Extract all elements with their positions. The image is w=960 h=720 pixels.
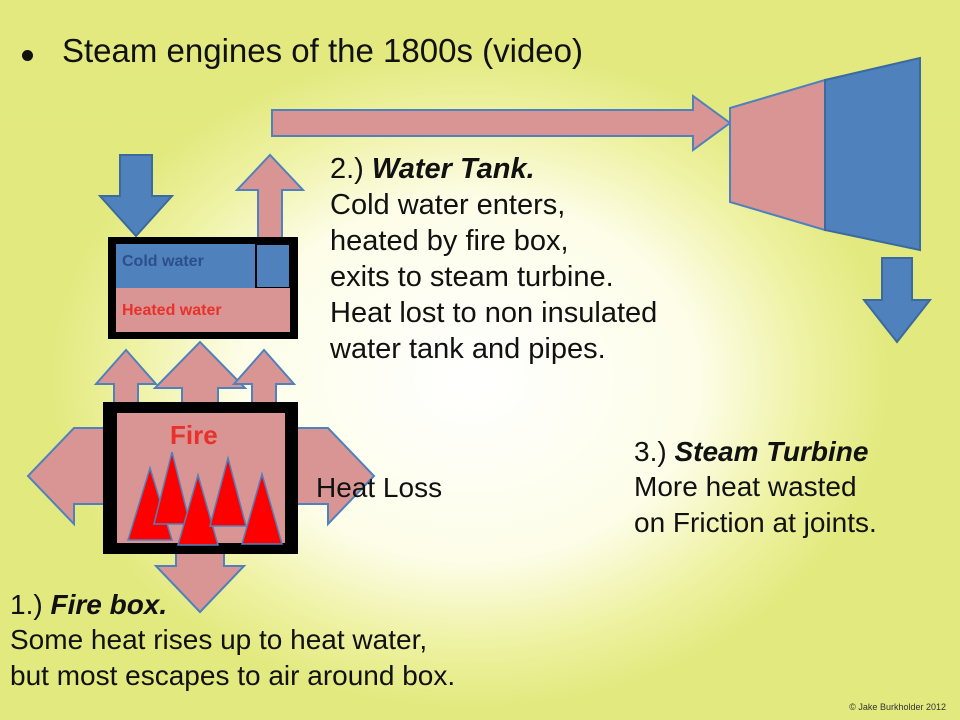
turbine-exhaust-arrow	[861, 257, 933, 344]
heat-loss-arrow-down	[153, 551, 247, 614]
heated-water-section	[116, 288, 290, 332]
cold-water-inlet-arrow	[97, 154, 175, 238]
water-tank-heading: 2.) Water Tank.	[330, 153, 535, 185]
heat-rise-arrow-right	[231, 348, 297, 409]
fire-box-line: Some heat rises up to heat water,	[10, 624, 428, 656]
water-tank-line: exits to steam turbine.	[330, 260, 614, 293]
heated-water-label: Heated water	[122, 302, 222, 319]
fire-box-heading: 1.) Fire box.	[10, 589, 168, 620]
fire-label: Fire	[170, 420, 218, 450]
water-tank-line: water tank and pipes.	[330, 332, 606, 365]
water-tank-line: heated by fire box,	[330, 224, 569, 257]
fire-box-description: 1.) Fire box. Some heat rises up to heat…	[10, 587, 455, 693]
heat-loss-arrow-right	[295, 427, 376, 527]
steam-turbine-description: 3.) Steam Turbine More heat wasted on Fr…	[634, 434, 877, 540]
heat-loss-arrow-left	[26, 427, 107, 527]
water-tank-description: 2.) Water Tank. Cold water enters, heate…	[330, 152, 657, 368]
steam-turbine-line: More heat wasted	[634, 471, 857, 503]
steam-turbine-heading: 3.) Steam Turbine	[634, 436, 869, 467]
flame-3	[177, 472, 219, 546]
heat-rise-arrow-center	[152, 340, 248, 409]
title-bullet	[22, 50, 33, 61]
heat-rise-arrow-left	[93, 348, 159, 409]
water-tank-line: Cold water enters,	[330, 188, 566, 221]
slide-title: Steam engines of the 1800s (video)	[62, 32, 583, 69]
fire-box-line: but most escapes to air around box.	[10, 659, 456, 691]
heat-loss-label: Heat Loss	[316, 472, 443, 503]
flame-2	[153, 451, 191, 525]
turbine-outlet-section	[824, 56, 921, 252]
steam-riser-arrow	[234, 153, 306, 243]
cold-water-label: Cold water	[122, 253, 204, 270]
steam-pipe-arrow	[271, 94, 732, 152]
tank-outlet-divider	[255, 243, 291, 289]
flame-4	[209, 455, 247, 527]
flame-5	[241, 471, 283, 545]
water-tank-line: Heat lost to non insulated	[330, 296, 658, 329]
steam-turbine-line: on Friction at joints.	[634, 506, 877, 538]
copyright-credit: © Jake Burkholder 2012	[849, 702, 946, 712]
turbine-inlet-section	[729, 78, 826, 232]
